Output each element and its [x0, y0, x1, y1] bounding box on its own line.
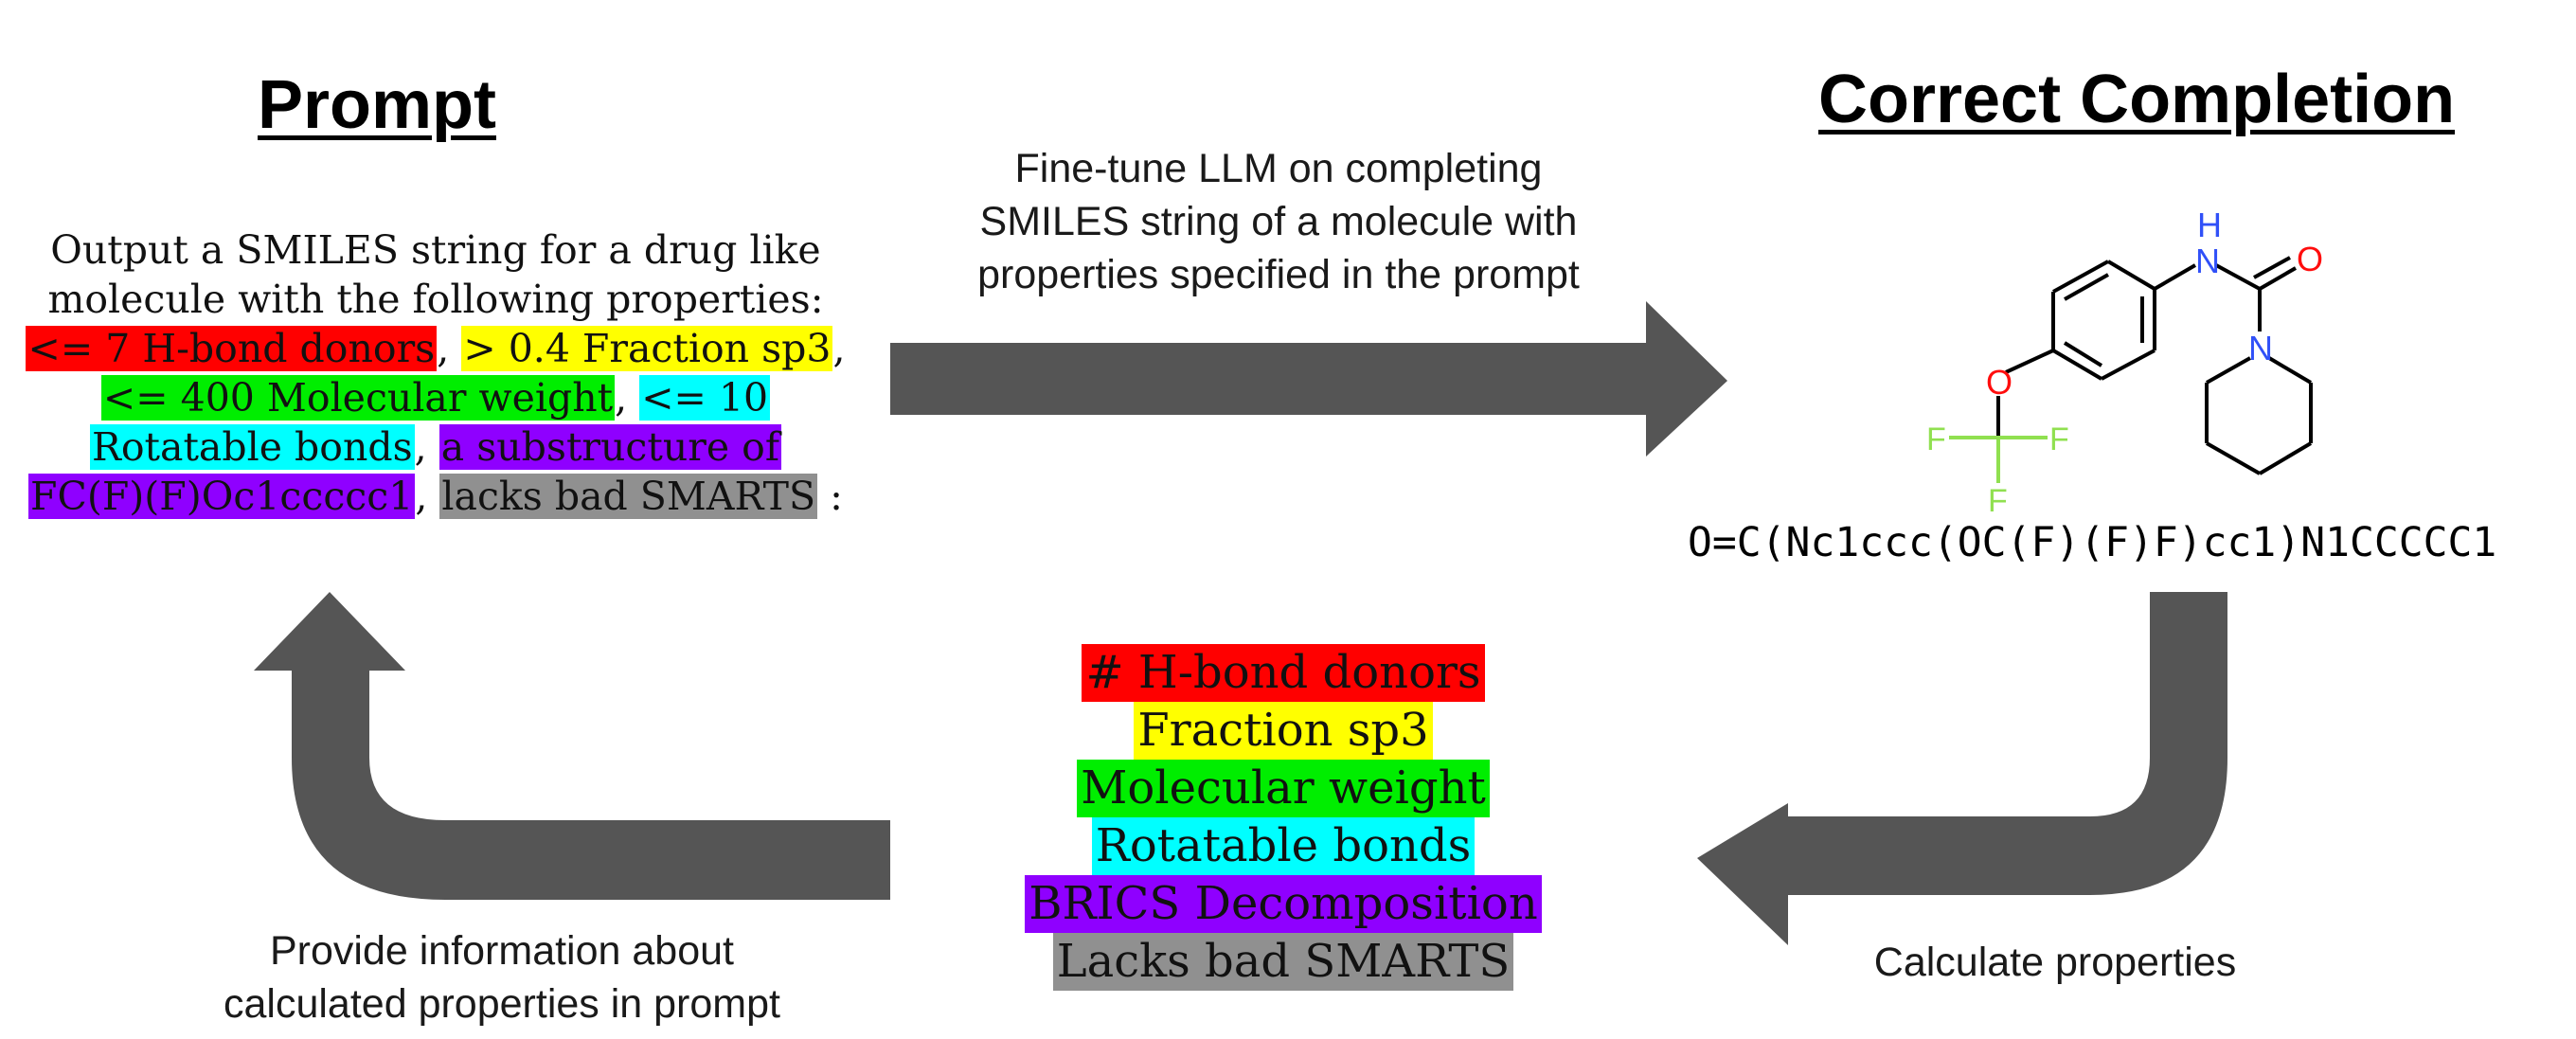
bond	[2253, 256, 2291, 279]
property-fsp3: Fraction sp3	[1134, 702, 1433, 760]
calculate-caption: Calculate properties	[1873, 940, 2237, 985]
substructure-constraint-smiles: FC(F)(F)Oc1ccccc1	[28, 474, 416, 519]
bond	[2267, 356, 2313, 385]
finetune-caption: Fine-tune LLM on completing SMILES strin…	[928, 142, 1629, 301]
property-rotatable: Rotatable bonds	[1091, 817, 1476, 875]
molecule-structure	[1949, 256, 2313, 483]
rotatable-constraint-label: Rotatable bonds	[89, 424, 415, 470]
separator: ,	[415, 474, 428, 519]
property-smarts: Lacks bad SMARTS	[1052, 933, 1514, 991]
bond	[2206, 356, 2251, 385]
bond	[2051, 349, 2103, 381]
bond	[2215, 263, 2261, 291]
separator: ,	[832, 326, 846, 371]
property-list: # H-bond donors Fraction sp3 Molecular w…	[985, 644, 1582, 991]
prompt-line: <= 400 Molecular weight, <= 10	[0, 373, 871, 422]
bond	[2258, 266, 2298, 291]
provide-arrow	[254, 592, 890, 900]
smarts-constraint: lacks bad SMARTS	[439, 474, 818, 519]
prompt-line: molecule with the following properties:	[47, 277, 824, 322]
atom-label-f-left: F	[1926, 421, 1946, 457]
atom-label-o-ether: O	[1986, 363, 2012, 402]
atom-label-n-ring: N	[2248, 329, 2273, 367]
completion-heading: Correct Completion	[1818, 62, 2456, 137]
rotatable-constraint-value: <= 10	[639, 375, 771, 421]
bond	[2258, 441, 2313, 475]
prompt-line: <= 7 H-bond donors, > 0.4 Fraction sp3,	[0, 324, 871, 373]
hbond-constraint: <= 7 H-bond donors	[26, 326, 438, 371]
bond	[2052, 260, 2109, 294]
bond	[2153, 263, 2197, 291]
caption-line: Provide information about	[269, 928, 734, 974]
prompt-text: Output a SMILES string for a drug like m…	[0, 225, 871, 521]
bond	[2106, 260, 2156, 291]
completion-smiles: O=C(Nc1ccc(OC(F)(F)F)cc1)N1CCCCC1	[1688, 519, 2497, 566]
finetune-arrow	[890, 301, 1727, 457]
substructure-constraint-label: a substructure of	[438, 424, 782, 470]
atom-label-n-amide: N	[2195, 242, 2220, 280]
bond	[2206, 441, 2261, 475]
bond	[2101, 349, 2156, 381]
bond	[2064, 273, 2109, 301]
mw-constraint: <= 400 Molecular weight	[100, 375, 616, 421]
caption-line: Fine-tune LLM on completing	[1014, 146, 1543, 191]
separator: ,	[615, 375, 628, 421]
calculate-arrow	[1697, 592, 2227, 945]
property-brics: BRICS Decomposition	[1025, 875, 1542, 933]
bond	[2005, 349, 2054, 374]
atom-label-o-carbonyl: O	[2297, 240, 2323, 278]
property-hbond: # H-bond donors	[1082, 644, 1485, 702]
separator: ,	[437, 326, 450, 371]
prompt-line: FC(F)(F)Oc1ccccc1, lacks bad SMARTS :	[0, 472, 871, 521]
prompt-end: :	[817, 474, 843, 519]
atom-label-f-bottom: F	[1988, 483, 2008, 519]
caption-line: properties specified in the prompt	[977, 252, 1580, 297]
separator: ,	[414, 424, 427, 470]
atom-label-f-right: F	[2049, 421, 2069, 457]
caption-line: calculated properties in prompt	[224, 981, 780, 1027]
bond	[2063, 341, 2103, 367]
prompt-heading: Prompt	[258, 67, 496, 143]
prompt-line: Output a SMILES string for a drug like	[50, 227, 821, 273]
provide-caption: Provide information about calculated pro…	[152, 924, 852, 1030]
prompt-line: Rotatable bonds, a substructure of	[0, 422, 871, 472]
fsp3-constraint: > 0.4 Fraction sp3	[461, 326, 833, 371]
caption-line: SMILES string of a molecule with	[979, 199, 1578, 244]
atom-label-h: H	[2197, 206, 2222, 244]
property-mw: Molecular weight	[1077, 760, 1490, 817]
